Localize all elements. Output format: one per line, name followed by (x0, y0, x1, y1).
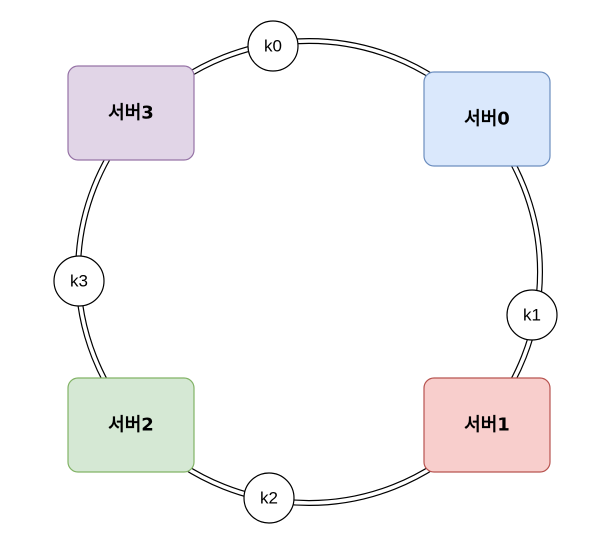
server-node-3[interactable]: 서버3 (67, 65, 195, 161)
key-node-k2[interactable]: k2 (243, 472, 295, 524)
server-node-2[interactable]: 서버2 (67, 377, 195, 473)
key-label-k0: k0 (264, 37, 282, 56)
key-circle-k1 (506, 289, 558, 341)
server-node-1[interactable]: 서버1 (423, 377, 551, 473)
key-label-k2: k2 (260, 489, 278, 508)
key-circle-k0 (247, 20, 299, 72)
server-box-border-2 (67, 377, 195, 473)
server-label-1: 서버1 (464, 415, 510, 436)
server-box-2 (68, 378, 194, 472)
key-label-k1: k1 (523, 306, 541, 325)
server-box-1 (424, 378, 550, 472)
server-node-0[interactable]: 서버0 (423, 71, 551, 167)
server-box-border-3 (67, 65, 195, 161)
server-box-0 (424, 72, 550, 166)
server-label-0: 서버0 (464, 109, 510, 130)
key-circle-k2 (243, 472, 295, 524)
key-label-k3: k3 (70, 272, 88, 291)
key-node-k0[interactable]: k0 (247, 20, 299, 72)
key-circle-k3 (53, 255, 105, 307)
server-box-border-1 (423, 377, 551, 473)
server-label-3: 서버3 (108, 103, 154, 124)
key-node-k3[interactable]: k3 (53, 255, 105, 307)
key-node-k1[interactable]: k1 (506, 289, 558, 341)
server-box-border-0 (423, 71, 551, 167)
server-label-2: 서버2 (108, 415, 154, 436)
server-box-3 (68, 66, 194, 160)
